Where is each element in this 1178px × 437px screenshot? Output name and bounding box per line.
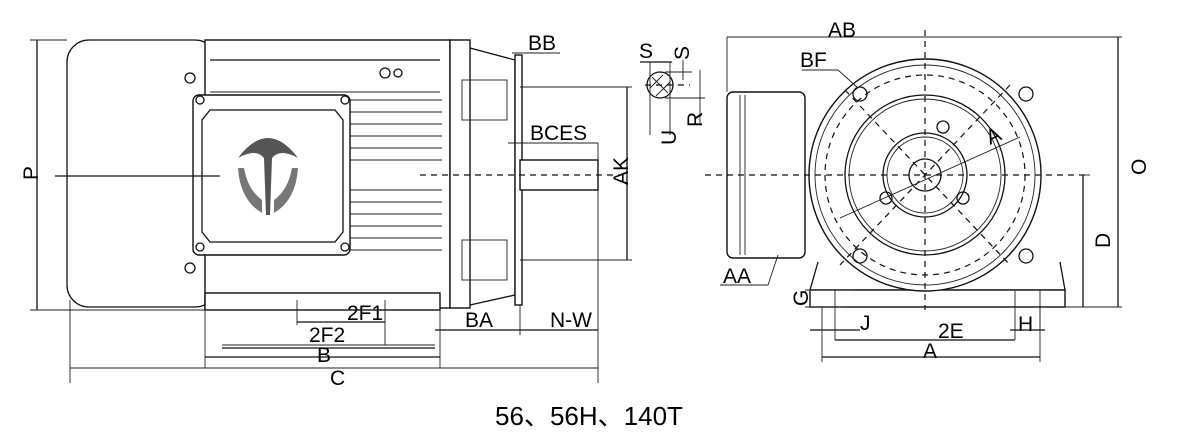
dim-ak: AK <box>610 157 633 185</box>
dim-o: O <box>1128 159 1151 175</box>
dim-p: P <box>20 166 43 180</box>
dim-c: C <box>330 367 345 390</box>
cooling-fins <box>350 99 442 251</box>
dim-n-w: N-W <box>550 309 592 332</box>
front-feet <box>809 289 1066 308</box>
dim-2e: 2E <box>938 320 964 343</box>
front-view-dimensions: AB O D BF AA G J H 2E A <box>720 19 1151 363</box>
dim-s-width: S <box>639 40 653 63</box>
dim-j: J <box>860 312 871 335</box>
dim-r: R <box>684 112 707 127</box>
shaft-key-detail: S S U R <box>639 40 707 145</box>
dim-a: A <box>923 340 937 363</box>
dim-ab: AB <box>828 19 856 42</box>
frame-size-caption: 56、56H、140T <box>495 401 683 431</box>
end-bracket <box>449 39 471 309</box>
dim-s-depth: S <box>671 46 694 60</box>
dim-bces: BCES <box>530 122 587 145</box>
mounting-foot <box>204 292 441 311</box>
terminal-box <box>192 94 351 256</box>
front-view: A <box>705 30 1090 310</box>
dim-2f2: 2F2 <box>309 324 345 347</box>
dim-h: H <box>1018 313 1033 336</box>
dim-d: D <box>1092 233 1115 248</box>
dim-aa: AA <box>723 265 751 288</box>
side-view-dimensions: P C B 2F1 2F2 BA N-W BB BCES AK <box>20 32 633 390</box>
dim-bb: BB <box>528 32 556 55</box>
dim-b: B <box>317 344 331 367</box>
dim-ba: BA <box>465 309 493 332</box>
dim-u: U <box>658 130 681 145</box>
dim-g: G <box>790 290 813 306</box>
dim-bf: BF <box>800 49 827 72</box>
side-view <box>55 39 620 311</box>
dim-2f1: 2F1 <box>347 302 383 325</box>
logo-icon <box>238 138 298 215</box>
